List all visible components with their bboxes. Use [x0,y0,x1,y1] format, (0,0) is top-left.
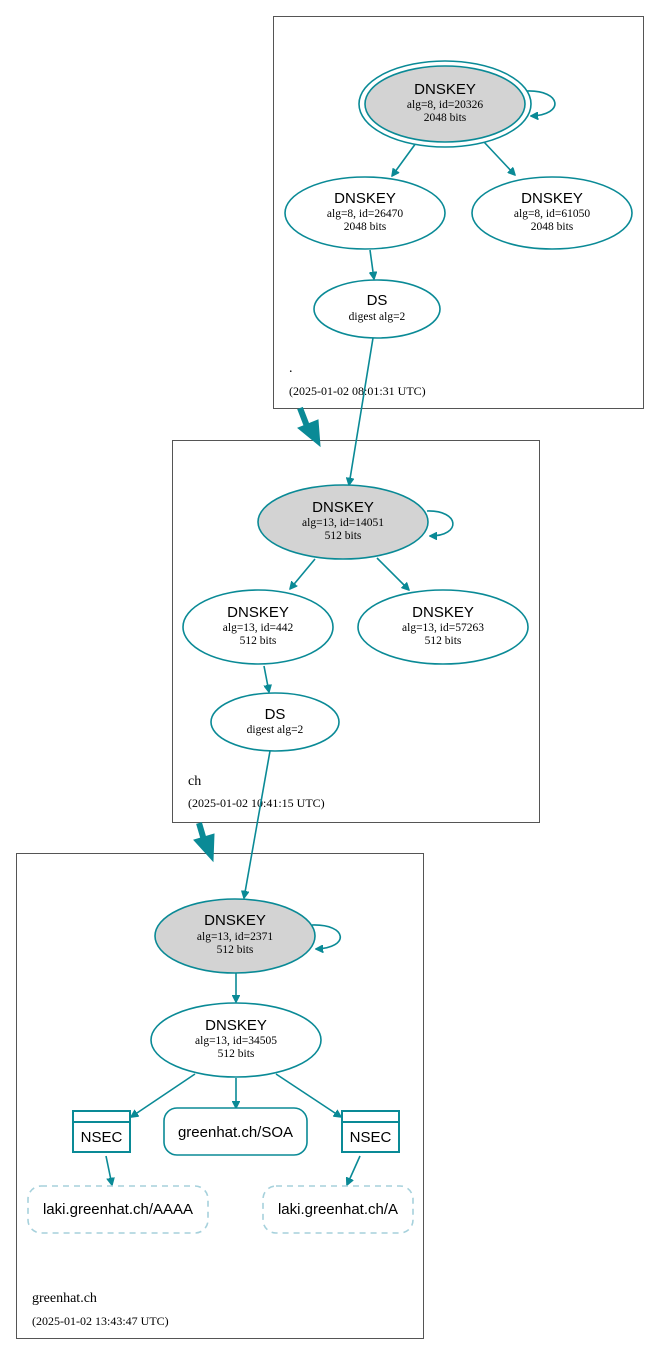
edge-ch-zsk1-ds [263,665,269,692]
edge-nsec-right-a [347,1155,361,1185]
node-ch-zsk1-bits: 512 bits [240,635,277,647]
node-gh-ksk-alg: alg=13, id=2371 [197,931,273,943]
node-root-zsk2-alg: alg=8, id=61050 [514,208,590,220]
node-root-zsk1: DNSKEY alg=8, id=26470 2048 bits [284,176,446,250]
node-ch-ksk: DNSKEY alg=13, id=14051 512 bits [257,484,429,560]
delegation-arrowhead-ch-greenhat [193,833,215,863]
node-root-zsk2: DNSKEY alg=8, id=61050 2048 bits [471,176,633,250]
edge-root-ksk-zsk2 [483,141,515,175]
zone-greenhat-name: greenhat.ch [32,1291,97,1306]
node-gh-ksk: DNSKEY alg=13, id=2371 512 bits [154,898,316,974]
node-gh-zsk-bits: 512 bits [218,1048,255,1060]
node-root-zsk1-alg: alg=8, id=26470 [327,208,403,220]
node-nsec-left-title: NSEC [81,1129,123,1146]
node-root-ds: DS digest alg=2 [313,279,441,339]
zone-ch-timestamp: (2025-01-02 10:41:15 UTC) [188,796,325,810]
node-ch-zsk1-title: DNSKEY [227,604,289,621]
node-ch-ds-title: DS [265,706,286,723]
edge-gh-zsk-nsec-right [275,1073,341,1117]
node-ch-zsk2-bits: 512 bits [425,635,462,647]
node-gh-ksk-bits: 512 bits [217,944,254,956]
zone-root-name: . [289,361,293,376]
node-root-ksk: DNSKEY alg=8, id=20326 2048 bits [358,60,532,148]
node-root-ksk-alg: alg=8, id=20326 [407,99,483,111]
node-gh-ksk-title: DNSKEY [204,912,266,929]
node-root-ksk-title: DNSKEY [414,81,476,98]
node-root-ds-title: DS [367,292,388,309]
edge-ch-ds-gh-ksk [244,750,271,898]
node-root-ds-digest: digest alg=2 [349,311,406,323]
edge-ch-ksk-self [426,510,454,536]
node-ch-zsk1: DNSKEY alg=13, id=442 512 bits [182,589,334,665]
node-gh-zsk-title: DNSKEY [205,1017,267,1034]
node-nsec-right-title: NSEC [350,1129,392,1146]
node-ch-zsk2-title: DNSKEY [412,604,474,621]
node-nsec-right: NSEC [341,1110,400,1153]
node-ch-ksk-alg: alg=13, id=14051 [302,517,384,529]
edge-root-ds-ch-ksk [349,337,374,485]
delegation-arrowhead-root-ch [297,419,321,448]
zone-root-timestamp: (2025-01-02 08:01:31 UTC) [289,384,426,398]
node-ch-ds: DS digest alg=2 [210,692,340,752]
node-soa-title: greenhat.ch/SOA [178,1124,293,1141]
node-a: laki.greenhat.ch/A [262,1185,414,1234]
node-root-zsk2-title: DNSKEY [521,190,583,207]
zone-ch-name: ch [188,774,201,789]
edge-gh-zsk-nsec-left [131,1073,196,1117]
edge-ch-ksk-zsk2 [376,557,409,590]
node-ch-zsk2-alg: alg=13, id=57263 [402,622,484,634]
node-ch-ksk-title: DNSKEY [312,499,374,516]
edge-root-ksk-zsk1 [392,142,417,176]
node-gh-zsk-alg: alg=13, id=34505 [195,1035,277,1047]
edge-nsec-left-aaaa [105,1155,112,1185]
node-gh-zsk: DNSKEY alg=13, id=34505 512 bits [150,1002,322,1078]
node-aaaa: laki.greenhat.ch/AAAA [27,1185,209,1234]
zone-greenhat-timestamp: (2025-01-02 13:43:47 UTC) [32,1314,169,1328]
node-ch-ds-digest: digest alg=2 [247,724,304,736]
node-ch-ksk-bits: 512 bits [325,530,362,542]
node-a-title: laki.greenhat.ch/A [278,1201,398,1218]
edge-ch-ksk-zsk1 [290,558,316,589]
node-root-zsk1-bits: 2048 bits [344,221,387,233]
node-root-ksk-bits: 2048 bits [424,112,467,124]
node-soa: greenhat.ch/SOA [163,1107,308,1156]
edge-root-ksk-self [526,90,556,116]
node-nsec-left: NSEC [72,1110,131,1153]
node-root-zsk2-bits: 2048 bits [531,221,574,233]
node-root-zsk1-title: DNSKEY [334,190,396,207]
edge-gh-ksk-self [311,924,342,949]
node-ch-zsk2: DNSKEY alg=13, id=57263 512 bits [357,589,529,665]
node-ch-zsk1-alg: alg=13, id=442 [223,622,294,634]
edge-root-zsk1-ds [370,249,374,279]
node-aaaa-title: laki.greenhat.ch/AAAA [43,1201,193,1218]
